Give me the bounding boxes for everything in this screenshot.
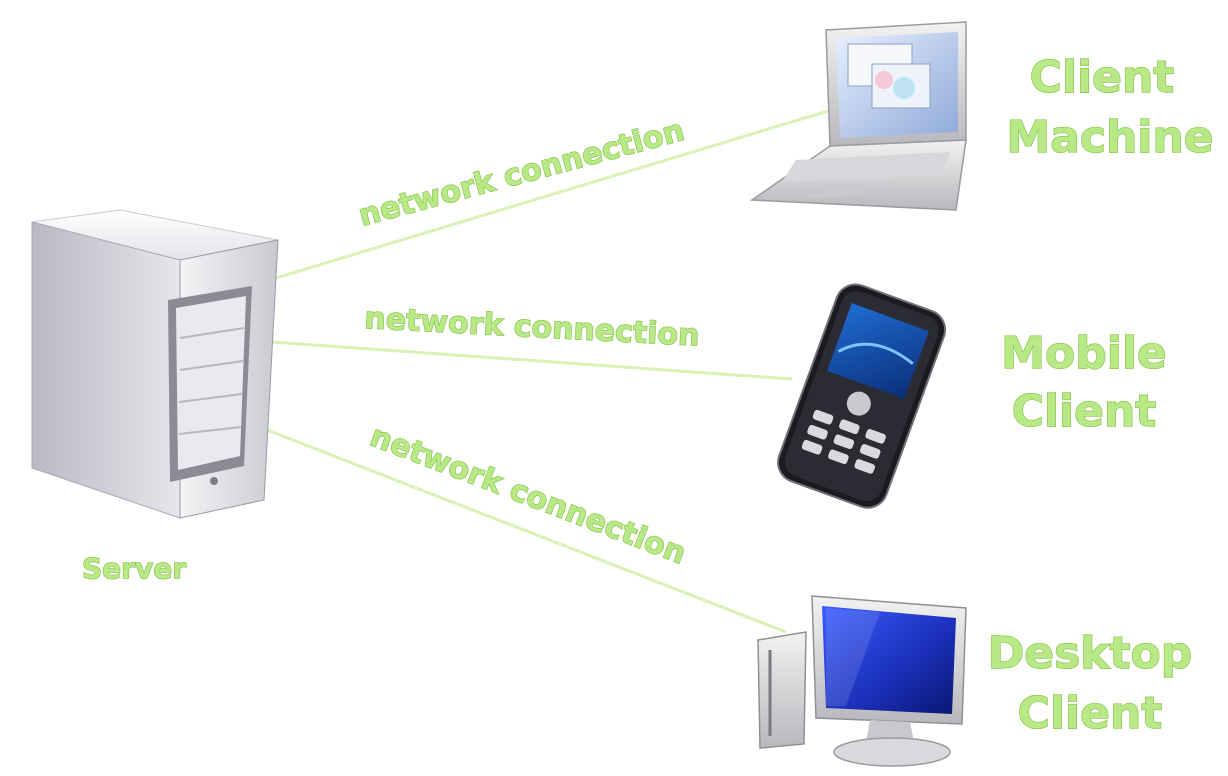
server-label: Server <box>82 552 186 585</box>
connection-lines <box>261 109 829 634</box>
desktop-client-label-line1: Desktop <box>988 628 1193 679</box>
client-machine-label-line2: Machine <box>1006 112 1213 163</box>
desktop-client-label-line2: Client <box>1018 688 1163 739</box>
connection-line-desktop <box>261 426 787 634</box>
connection-label-desktop: network connection <box>365 419 691 572</box>
connection-label-mobile: network connection <box>364 301 701 354</box>
laptop-icon <box>749 21 967 211</box>
server-icon <box>31 209 279 519</box>
mobile-client-label-line2: Client <box>1012 386 1157 437</box>
connection-label-laptop: network connection <box>355 113 688 234</box>
mobile-phone-icon <box>777 283 947 509</box>
client-machine-label-line1: Client <box>1030 52 1175 103</box>
desktop-computer-icon <box>757 595 967 767</box>
connection-line-laptop <box>275 109 829 280</box>
mobile-client-label-line1: Mobile <box>1001 328 1167 379</box>
connection-line-mobile <box>271 340 793 381</box>
